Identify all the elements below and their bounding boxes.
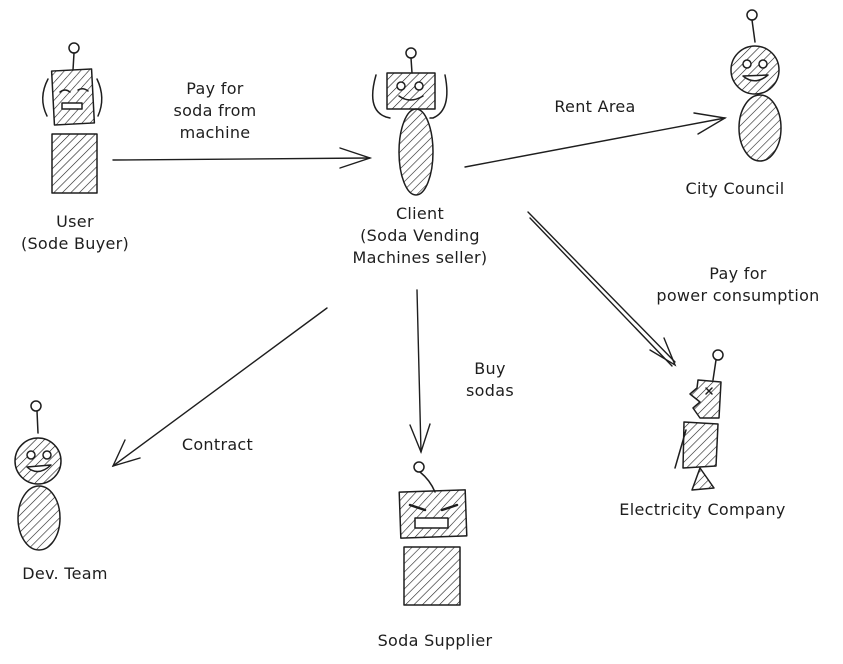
soda-supplier-label: Soda Supplier (365, 630, 505, 652)
dev-team-actor-icon (14, 400, 62, 551)
user-label-line: User (56, 212, 94, 231)
edge-label-line: Buy (474, 359, 506, 378)
soda-supplier-label-line: Soda Supplier (377, 631, 493, 650)
edge-label-line: Pay for (709, 264, 767, 283)
client-label-line: Machines seller) (352, 248, 488, 267)
edge-label-user-to-client: Pay for soda from machine (150, 78, 280, 144)
edge-client-to-dev-team (111, 307, 328, 468)
edge-label-line: soda from (173, 101, 257, 120)
city-council-label-line: City Council (685, 179, 785, 198)
soda-supplier-actor-icon (398, 461, 468, 606)
user-actor-icon (42, 42, 103, 194)
client-actor-icon (371, 47, 448, 196)
client-label: Client (Soda Vending Machines seller) (340, 203, 500, 269)
arrowhead (111, 439, 141, 468)
edge-label-line: machine (179, 123, 251, 142)
edge-client-to-electricity-company (527, 211, 677, 367)
edge-label-client-to-city-council: Rent Area (535, 96, 655, 118)
electricity-company-actor-icon (674, 349, 724, 491)
edge-label-client-to-soda-supplier: Buy sodas (450, 358, 530, 402)
edge-client-to-city-council (464, 112, 728, 168)
arrowhead (409, 423, 431, 455)
dev-team-label: Dev. Team (10, 563, 120, 585)
dev-team-label-line: Dev. Team (22, 564, 108, 583)
user-label-line: (Sode Buyer) (20, 234, 130, 253)
electricity-company-label: Electricity Company (600, 499, 805, 521)
arrowhead (693, 112, 728, 135)
city-council-actor-icon (730, 9, 782, 162)
edge-client-to-soda-supplier (409, 289, 431, 455)
edge-label-line: Rent Area (554, 97, 636, 116)
client-label-line: (Soda Vending (360, 226, 480, 245)
electricity-company-label-line: Electricity Company (619, 500, 786, 519)
user-label: User (Sode Buyer) (0, 211, 150, 255)
edge-label-line: sodas (466, 381, 514, 400)
edge-label-client-to-dev-team: Contract (165, 434, 270, 456)
edge-label-line: Pay for (186, 79, 244, 98)
arrowhead (649, 337, 677, 367)
city-council-label: City Council (670, 178, 800, 200)
client-label-line: Client (395, 204, 445, 223)
arrowhead (339, 147, 373, 169)
edge-label-line: power consumption (656, 286, 820, 305)
edge-label-line: Contract (181, 435, 254, 454)
edge-user-to-client (112, 147, 373, 169)
edge-label-client-to-electricity-company: Pay for power consumption (640, 263, 836, 307)
